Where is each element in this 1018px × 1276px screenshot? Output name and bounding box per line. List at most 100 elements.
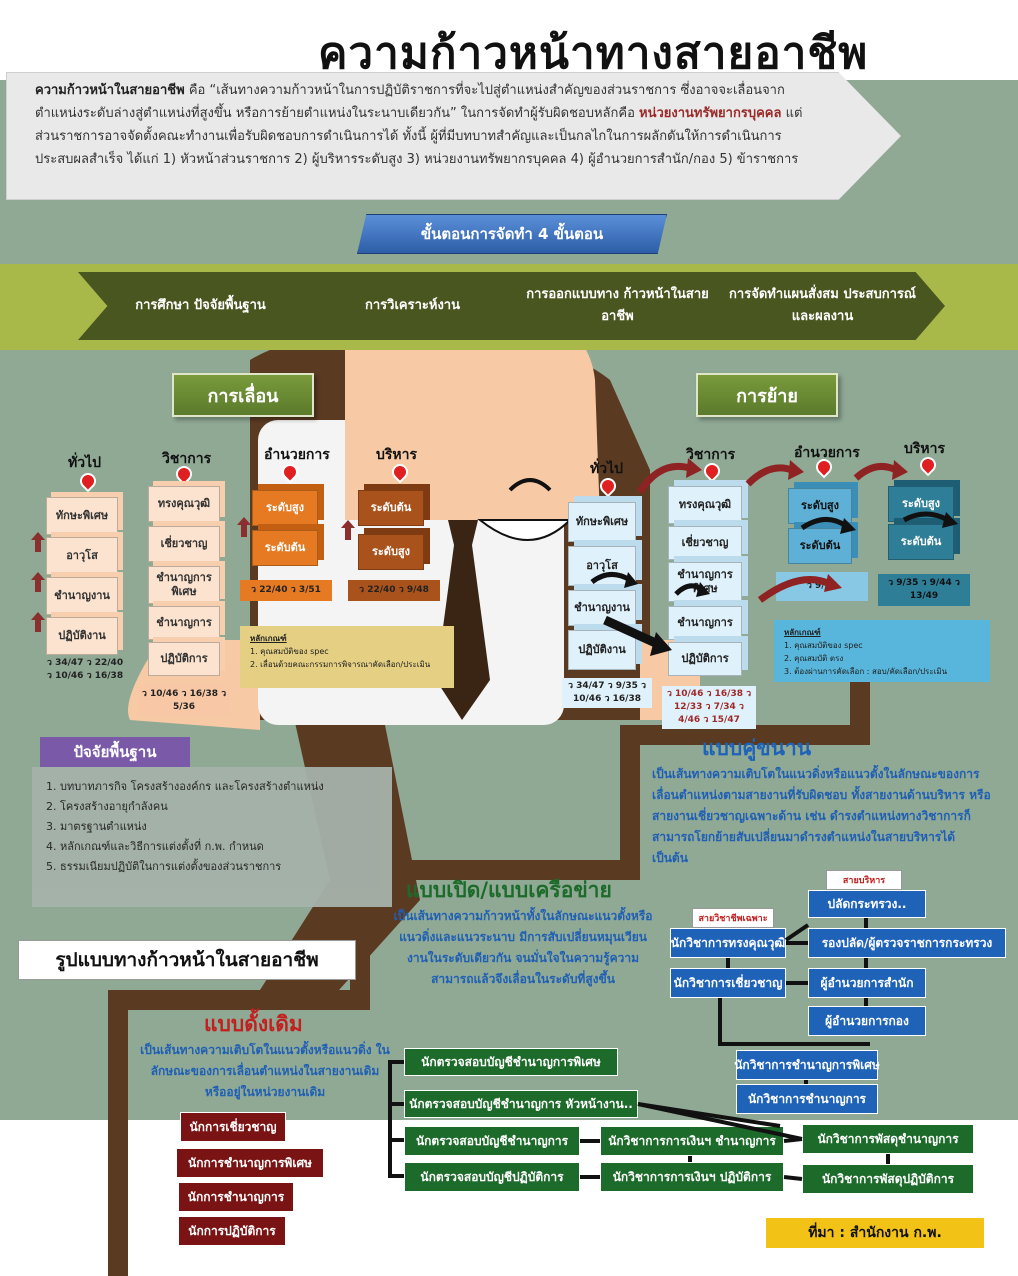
intro-panel: ความก้าวหน้าในสายอาชีพ คือ “เส้นทางความก… — [6, 72, 901, 200]
transfer-criteria-title: หลักเกณฑ์ — [784, 628, 821, 637]
transfer-academic-level: ชำนาญการ — [668, 606, 742, 640]
network-box: นักวิชาการพัสดุปฏิบัติการ — [802, 1164, 974, 1194]
promotion-col-general: ทั่วไป — [68, 455, 102, 471]
factor-item: โครงสร้างอายุกำลังคน — [60, 797, 378, 817]
transfer-criteria-line: 2. คุณสมบัติ ตรง — [784, 654, 844, 663]
transfer-criteria-line: 3. ต้องผ่านการคัดเลือก : สอบ/คัดเลือก/ปร… — [784, 667, 948, 676]
tag-executive-track: สายบริหาร — [826, 870, 902, 890]
traditional-desc: เป็นเส้นทางความเติบโตในแนวตั้งหรือแนวดิ่… — [140, 1043, 390, 1099]
steps-title: ขั้นตอนการจัดทำ 4 ขั้นตอน — [357, 214, 667, 254]
promotion-academic-level: เชี่ยวชาญ — [148, 526, 220, 562]
transfer-col-executive: บริหาร — [904, 441, 946, 457]
transfer-col-academic: วิชาการ — [686, 447, 736, 463]
network-box: นักวิชาการการเงินฯ ปฏิบัติการ — [600, 1162, 784, 1192]
promotion-col-executive: บริหาร — [376, 447, 418, 463]
transfer-academic-level: เชี่ยวชาญ — [668, 526, 742, 560]
promotion-director-level: ระดับสูง — [252, 490, 318, 526]
network-box: นักตรวจสอบบัญชีชำนาญการ — [404, 1126, 580, 1156]
network-desc: เป็นเส้นทางความก้าวหน้าทั้งในลักษณะแนวตั… — [393, 909, 653, 986]
transfer-academic-level: ปฏิบัติการ — [668, 642, 742, 676]
transfer-col-general: ทั่วไป — [590, 461, 624, 477]
intro-highlight: หน่วยงานทรัพยากรบุคคล — [639, 106, 782, 121]
network-title: แบบเปิด/แบบเครือข่าย — [406, 878, 612, 902]
promotion-criteria: หลักเกณฑ์ 1. คุณสมบัติของ spec 2. เลื่อน… — [240, 626, 454, 688]
promotion-academic-level: ชำนาญการ พิเศษ — [148, 566, 220, 604]
network-box: นักวิชาการพัสดุชำนาญการ — [802, 1124, 974, 1154]
promotion-col-academic: วิชาการ — [162, 451, 212, 467]
transfer-general-ref: ว 34/47 ว 9/35 ว 10/46 ว 16/38 — [562, 678, 652, 708]
network-box: นักตรวจสอบบัญชีชำนาญการพิเศษ — [404, 1048, 618, 1076]
parallel-box: ผู้อำนวยการกอง — [808, 1006, 926, 1036]
transfer-criteria-line: 1. คุณสมบัติของ spec — [784, 641, 863, 650]
transfer-academic-level: ชำนาญการ พิเศษ — [668, 562, 742, 602]
up-arrow-icon — [341, 520, 355, 540]
up-arrow-icon — [31, 532, 45, 552]
traditional-box: นักการเชี่ยวชาญ — [180, 1112, 286, 1142]
transfer-executive-level: ระดับต้น — [888, 524, 954, 560]
parallel-box: ผู้อำนวยการสำนัก — [808, 968, 926, 998]
factor-item: ธรรมเนียมปฏิบัติในการแต่งตั้งของส่วนราชก… — [60, 857, 378, 877]
promotion-director-level: ระดับต้น — [252, 530, 318, 566]
traditional-title: แบบดั้งเดิม — [204, 1012, 303, 1036]
transfer-director-level: ระดับต้น — [788, 528, 852, 564]
parallel-box: นักวิชาการชำนาญการ — [736, 1084, 878, 1114]
factors-title: ปัจจัยพื้นฐาน — [40, 737, 190, 767]
promotion-executive-ref: ว 22/40 ว 9/48 — [348, 580, 440, 601]
transfer-executive-ref: ว 9/35 ว 9/44 ว 13/49 — [878, 574, 970, 606]
factors-list: บทบาทภารกิจ โครงสร้างองค์กร และโครงสร้าง… — [32, 767, 392, 907]
promotion-academic-ref: ว 10/46 ว 16/38 ว 5/36 — [138, 686, 230, 716]
promotion-general-level: ทักษะพิเศษ — [46, 497, 118, 535]
intro-text-1: คือ “เส้นทางความก้าวหน้าในการปฏิบัติราชก… — [35, 83, 785, 121]
factor-item: บทบาทภารกิจ โครงสร้างองค์กร และโครงสร้าง… — [60, 777, 378, 797]
source-label: ที่มา : สำนักงาน ก.พ. — [766, 1218, 984, 1248]
promotion-academic-level: ปฏิบัติการ — [148, 642, 220, 676]
step-2: การวิเคราะห์งาน — [290, 272, 535, 340]
traditional-box: นักการปฏิบัติการ — [178, 1216, 286, 1246]
promotion-executive-level: ระดับต้น — [358, 490, 424, 526]
tag-specialist-track: สายวิชาชีพเฉพาะ — [692, 908, 774, 928]
header-background — [0, 0, 1018, 80]
parallel-box: นักวิชาการชำนาญการพิเศษ — [734, 1050, 880, 1080]
transfer-director-level: ระดับสูง — [788, 488, 852, 524]
promotion-executive-level: ระดับสูง — [358, 534, 424, 570]
transfer-col-director: อำนวยการ — [794, 445, 860, 461]
pattern-title: รูปแบบทางก้าวหน้าในสายอาชีพ — [18, 940, 356, 980]
step-4: การจัดทำแผนสั่งสม ประสบการณ์และผลงาน — [700, 272, 945, 340]
intro-text-2: แต่ส่วนราชการอาจจัดตั้งคณะทำงานเพื่อรับผ… — [35, 106, 803, 167]
promotion-criteria-title: หลักเกณฑ์ — [250, 634, 287, 643]
network-box: นักวิชาการการเงินฯ ชำนาญการ — [600, 1126, 784, 1156]
transfer-criteria: หลักเกณฑ์ 1. คุณสมบัติของ spec 2. คุณสมบ… — [774, 620, 990, 682]
traditional-box: นักการชำนาญการ — [178, 1182, 294, 1212]
promotion-criteria-line: 1. คุณสมบัติของ spec — [250, 647, 329, 656]
transfer-general-level: ทักษะพิเศษ — [568, 502, 636, 542]
network-box: นักตรวจสอบบัญชีชำนาญการ หัวหน้างาน.. — [404, 1090, 638, 1118]
parallel-box: ปลัดกระทรวง.. — [808, 890, 926, 918]
promotion-col-director: อำนวยการ — [264, 447, 330, 463]
up-arrow-icon — [31, 572, 45, 592]
promotion-academic-level: ชำนาญการ — [148, 606, 220, 640]
promotion-criteria-line: 2. เลื่อนด้วยคณะกรรมการพิจารณาคัดเลือก/ป… — [250, 660, 431, 669]
promotion-general-level: ชำนาญงาน — [46, 577, 118, 615]
promotion-general-level: ปฏิบัติงาน — [46, 617, 118, 655]
promotion-general-level: อาวุโส — [46, 537, 118, 575]
factor-item: หลักเกณฑ์และวิธีการแต่งตั้งที่ ก.พ. กำหน… — [60, 837, 378, 857]
step-1: การศึกษา ปัจจัยพื้นฐาน — [78, 272, 323, 340]
transfer-general-level: ปฏิบัติงาน — [568, 630, 636, 670]
parallel-box: นักวิชาการทรงคุณวุฒิ — [670, 928, 786, 958]
up-arrow-icon — [237, 517, 251, 537]
network-box: นักตรวจสอบบัญชีปฏิบัติการ — [404, 1162, 580, 1192]
parallel-desc: เป็นเส้นทางความเติบโตในแนวดิ่งหรือแนวตั้… — [652, 767, 991, 865]
parallel-box: นักวิชาการเชี่ยวชาญ — [670, 968, 786, 998]
traditional-box: นักการชำนาญการพิเศษ — [176, 1148, 324, 1178]
step-3: การออกแบบทาง ก้าวหน้าในสายอาชีพ — [495, 272, 740, 340]
transfer-academic-ref: ว 10/46 ว 16/38 ว 12/33 ว 7/34 ว 4/46 ว … — [662, 686, 756, 729]
factor-item: มาตรฐานตำแหน่ง — [60, 817, 378, 837]
transfer-general-level: ชำนาญงาน — [568, 590, 636, 626]
promotion-academic-level: ทรงคุณวุฒิ — [148, 486, 220, 522]
promotion-general-ref: ว 34/47 ว 22/40 ว 10/46 ว 16/38 — [46, 658, 124, 681]
transfer-academic-level: ทรงคุณวุฒิ — [668, 486, 742, 524]
intro-term: ความก้าวหน้าในสายอาชีพ — [35, 83, 185, 98]
promotion-director-ref: ว 22/40 ว 3/51 — [240, 580, 332, 601]
